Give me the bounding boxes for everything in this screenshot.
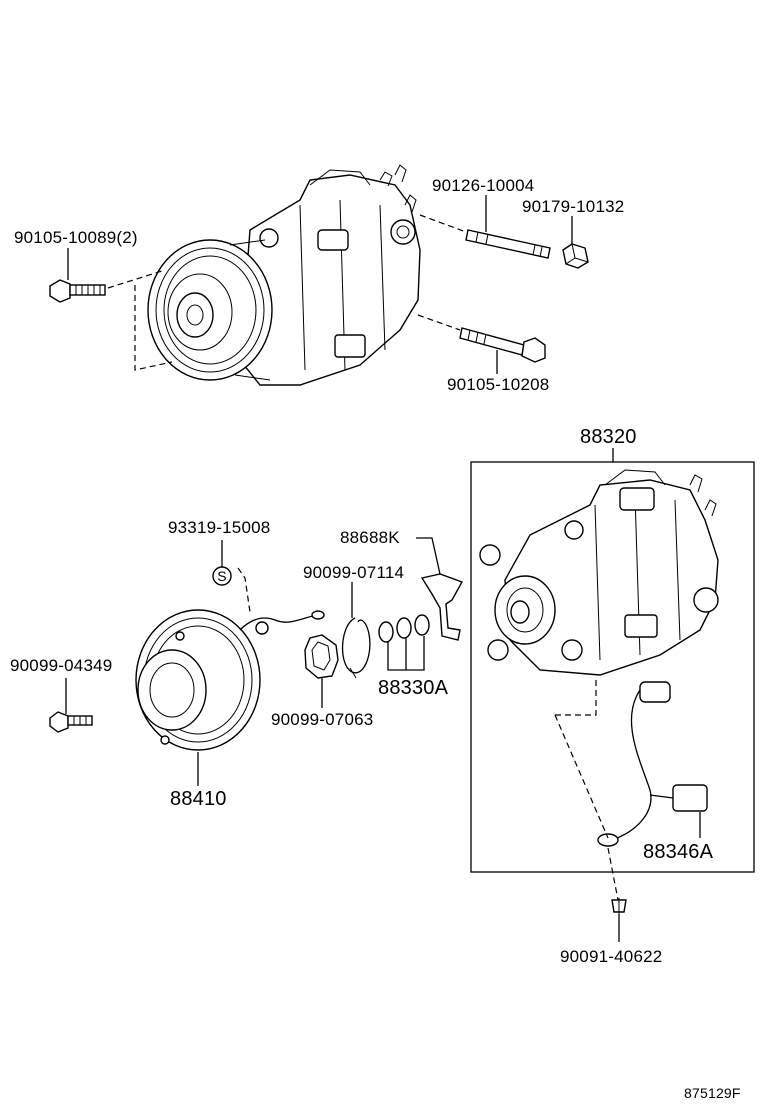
screw — [611, 898, 627, 914]
bolt-left — [49, 711, 93, 733]
label-clutch: 88410 — [170, 788, 227, 810]
nut-top — [562, 243, 589, 269]
label-bolt-top-right: 90105-10208 — [447, 375, 549, 394]
sensor — [597, 681, 708, 847]
label-oring-set: 88330A — [378, 677, 449, 699]
stud-top — [465, 229, 551, 259]
label-stud-top: 90126-10004 — [432, 176, 534, 195]
label-bolt-top-left: 90105-10089(2) — [14, 228, 138, 247]
shim — [304, 634, 339, 679]
label-screw: 90091-40622 — [560, 947, 662, 966]
label-sensor: 88346A — [643, 841, 714, 863]
label-plug: 93319-15008 — [168, 518, 270, 537]
top-compressor-assembly — [147, 164, 421, 386]
label-compressor-assembly: 88320 — [580, 426, 637, 448]
plug: S — [212, 566, 232, 586]
oring-set — [378, 614, 430, 643]
compressor-assembly — [479, 469, 719, 676]
bracket — [420, 573, 464, 641]
snap-ring — [341, 617, 371, 679]
label-bracket: 88688K — [340, 528, 400, 547]
clutch — [135, 609, 325, 751]
label-snap-ring: 90099-07114 — [303, 563, 404, 582]
bolt-top-left — [49, 279, 106, 303]
label-bolt-left: 90099-04349 — [10, 656, 112, 675]
plug-letter: S — [217, 568, 227, 584]
diagram-id: 875129F — [684, 1085, 741, 1101]
bolt-top-right — [459, 327, 546, 363]
label-nut-top: 90179-10132 — [522, 197, 624, 216]
label-shim: 90099-07063 — [271, 710, 373, 729]
